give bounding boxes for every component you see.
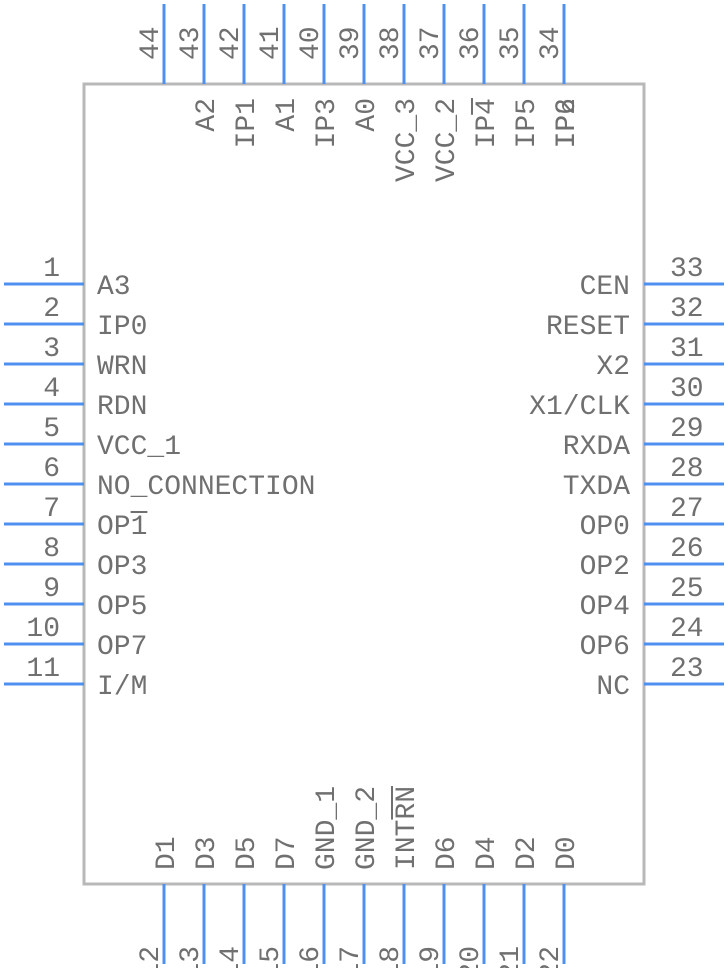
pin-label-42: IP1 [232, 98, 263, 148]
pin-label-15: D7 [272, 836, 303, 870]
pin-label-23: NC [596, 672, 630, 703]
pin-number-5: 5 [43, 414, 60, 445]
pin-label-22: D0 [552, 836, 583, 870]
pin-label-8: OP3 [97, 552, 147, 583]
pin-label-35: IP5 [512, 98, 543, 148]
pin-number-7: 7 [43, 494, 60, 525]
pin-number-13: 13 [176, 946, 207, 968]
pin-label-6: NO_CONNECTION [97, 472, 315, 503]
pin-label-31: X2 [596, 352, 630, 383]
pin-number-24: 24 [670, 614, 704, 645]
pin-number-43: 43 [176, 26, 207, 60]
pin-label-41: A1 [272, 98, 303, 132]
pin-number-22: 22 [536, 946, 567, 968]
pin-label-34: IP6 [552, 98, 583, 148]
pin-number-29: 29 [670, 414, 704, 445]
pin-number-2: 2 [43, 294, 60, 325]
pin-label-19: D6 [432, 836, 463, 870]
pin-number-1: 1 [43, 254, 60, 285]
pin-label-4: RDN [97, 392, 147, 423]
pin-label-17: GND_2 [352, 786, 383, 870]
pin-number-41: 41 [256, 26, 287, 60]
pin-number-38: 38 [376, 26, 407, 60]
pin-number-44: 44 [136, 26, 167, 60]
pin-number-30: 30 [670, 374, 704, 405]
pin-number-31: 31 [670, 334, 704, 365]
pin-number-12: 12 [136, 946, 167, 968]
pin-number-35: 35 [496, 26, 527, 60]
pin-label-ip2: IP2 [552, 98, 583, 148]
pin-number-17: 17 [336, 946, 367, 968]
pin-number-20: 20 [456, 946, 487, 968]
pin-label-26: OP2 [580, 552, 630, 583]
pin-label-40: IP3 [312, 98, 343, 148]
pin-label-7: OP1 [97, 512, 147, 543]
pin-number-15: 15 [256, 946, 287, 968]
pin-number-14: 14 [216, 946, 247, 968]
pin-number-4: 4 [43, 374, 60, 405]
pin-label-10: OP7 [97, 632, 147, 663]
pin-label-38: VCC_3 [392, 98, 423, 182]
pin-label-3: WRN [97, 352, 147, 383]
pin-number-27: 27 [670, 494, 704, 525]
pin-label-1: A3 [97, 272, 131, 303]
pin-label-24: OP6 [580, 632, 630, 663]
pin-number-16: 16 [296, 946, 327, 968]
pin-number-26: 26 [670, 534, 704, 565]
pin-number-6: 6 [43, 454, 60, 485]
pin-label-16: GND_1 [312, 786, 343, 870]
pin-label-18: INTRN [392, 786, 423, 870]
pin-number-37: 37 [416, 26, 447, 60]
pin-label-27: OP0 [580, 512, 630, 543]
pin-label-21: D2 [512, 836, 543, 870]
pin-label-12: D1 [152, 836, 183, 870]
pin-number-36: 36 [456, 26, 487, 60]
pin-number-3: 3 [43, 334, 60, 365]
pin-number-11: 11 [26, 654, 60, 685]
pin-number-33: 33 [670, 254, 704, 285]
pin-number-25: 25 [670, 574, 704, 605]
pin-number-32: 32 [670, 294, 704, 325]
pin-label-11: I/M [97, 672, 147, 703]
pin-label-43: A2 [192, 98, 223, 132]
pin-label-2: IP0 [97, 312, 147, 343]
pin-number-39: 39 [336, 26, 367, 60]
pin-number-19: 19 [416, 946, 447, 968]
pin-label-30: X1/CLK [529, 392, 630, 423]
pin-number-10: 10 [26, 614, 60, 645]
pin-label-39: A0 [352, 98, 383, 132]
pin-label-9: OP5 [97, 592, 147, 623]
pin-number-8: 8 [43, 534, 60, 565]
pin-label-37: VCC_2 [432, 98, 463, 182]
pin-label-33: CEN [580, 272, 630, 303]
pin-label-28: TXDA [563, 472, 630, 503]
pin-label-29: RXDA [563, 432, 630, 463]
pin-label-20: D4 [472, 836, 503, 870]
pin-label-32: RESET [546, 312, 630, 343]
pin-label-36: IP4 [472, 98, 503, 148]
pin-label-5: VCC_1 [97, 432, 181, 463]
pin-label-25: OP4 [580, 592, 630, 623]
pin-number-34: 34 [536, 26, 567, 60]
pin-number-40: 40 [296, 26, 327, 60]
pin-number-9: 9 [43, 574, 60, 605]
pin-number-23: 23 [670, 654, 704, 685]
pin-number-42: 42 [216, 26, 247, 60]
pin-label-14: D5 [232, 836, 263, 870]
pin-number-28: 28 [670, 454, 704, 485]
pin-label-13: D3 [192, 836, 223, 870]
pin-number-18: 18 [376, 946, 407, 968]
pin-number-21: 21 [496, 946, 527, 968]
